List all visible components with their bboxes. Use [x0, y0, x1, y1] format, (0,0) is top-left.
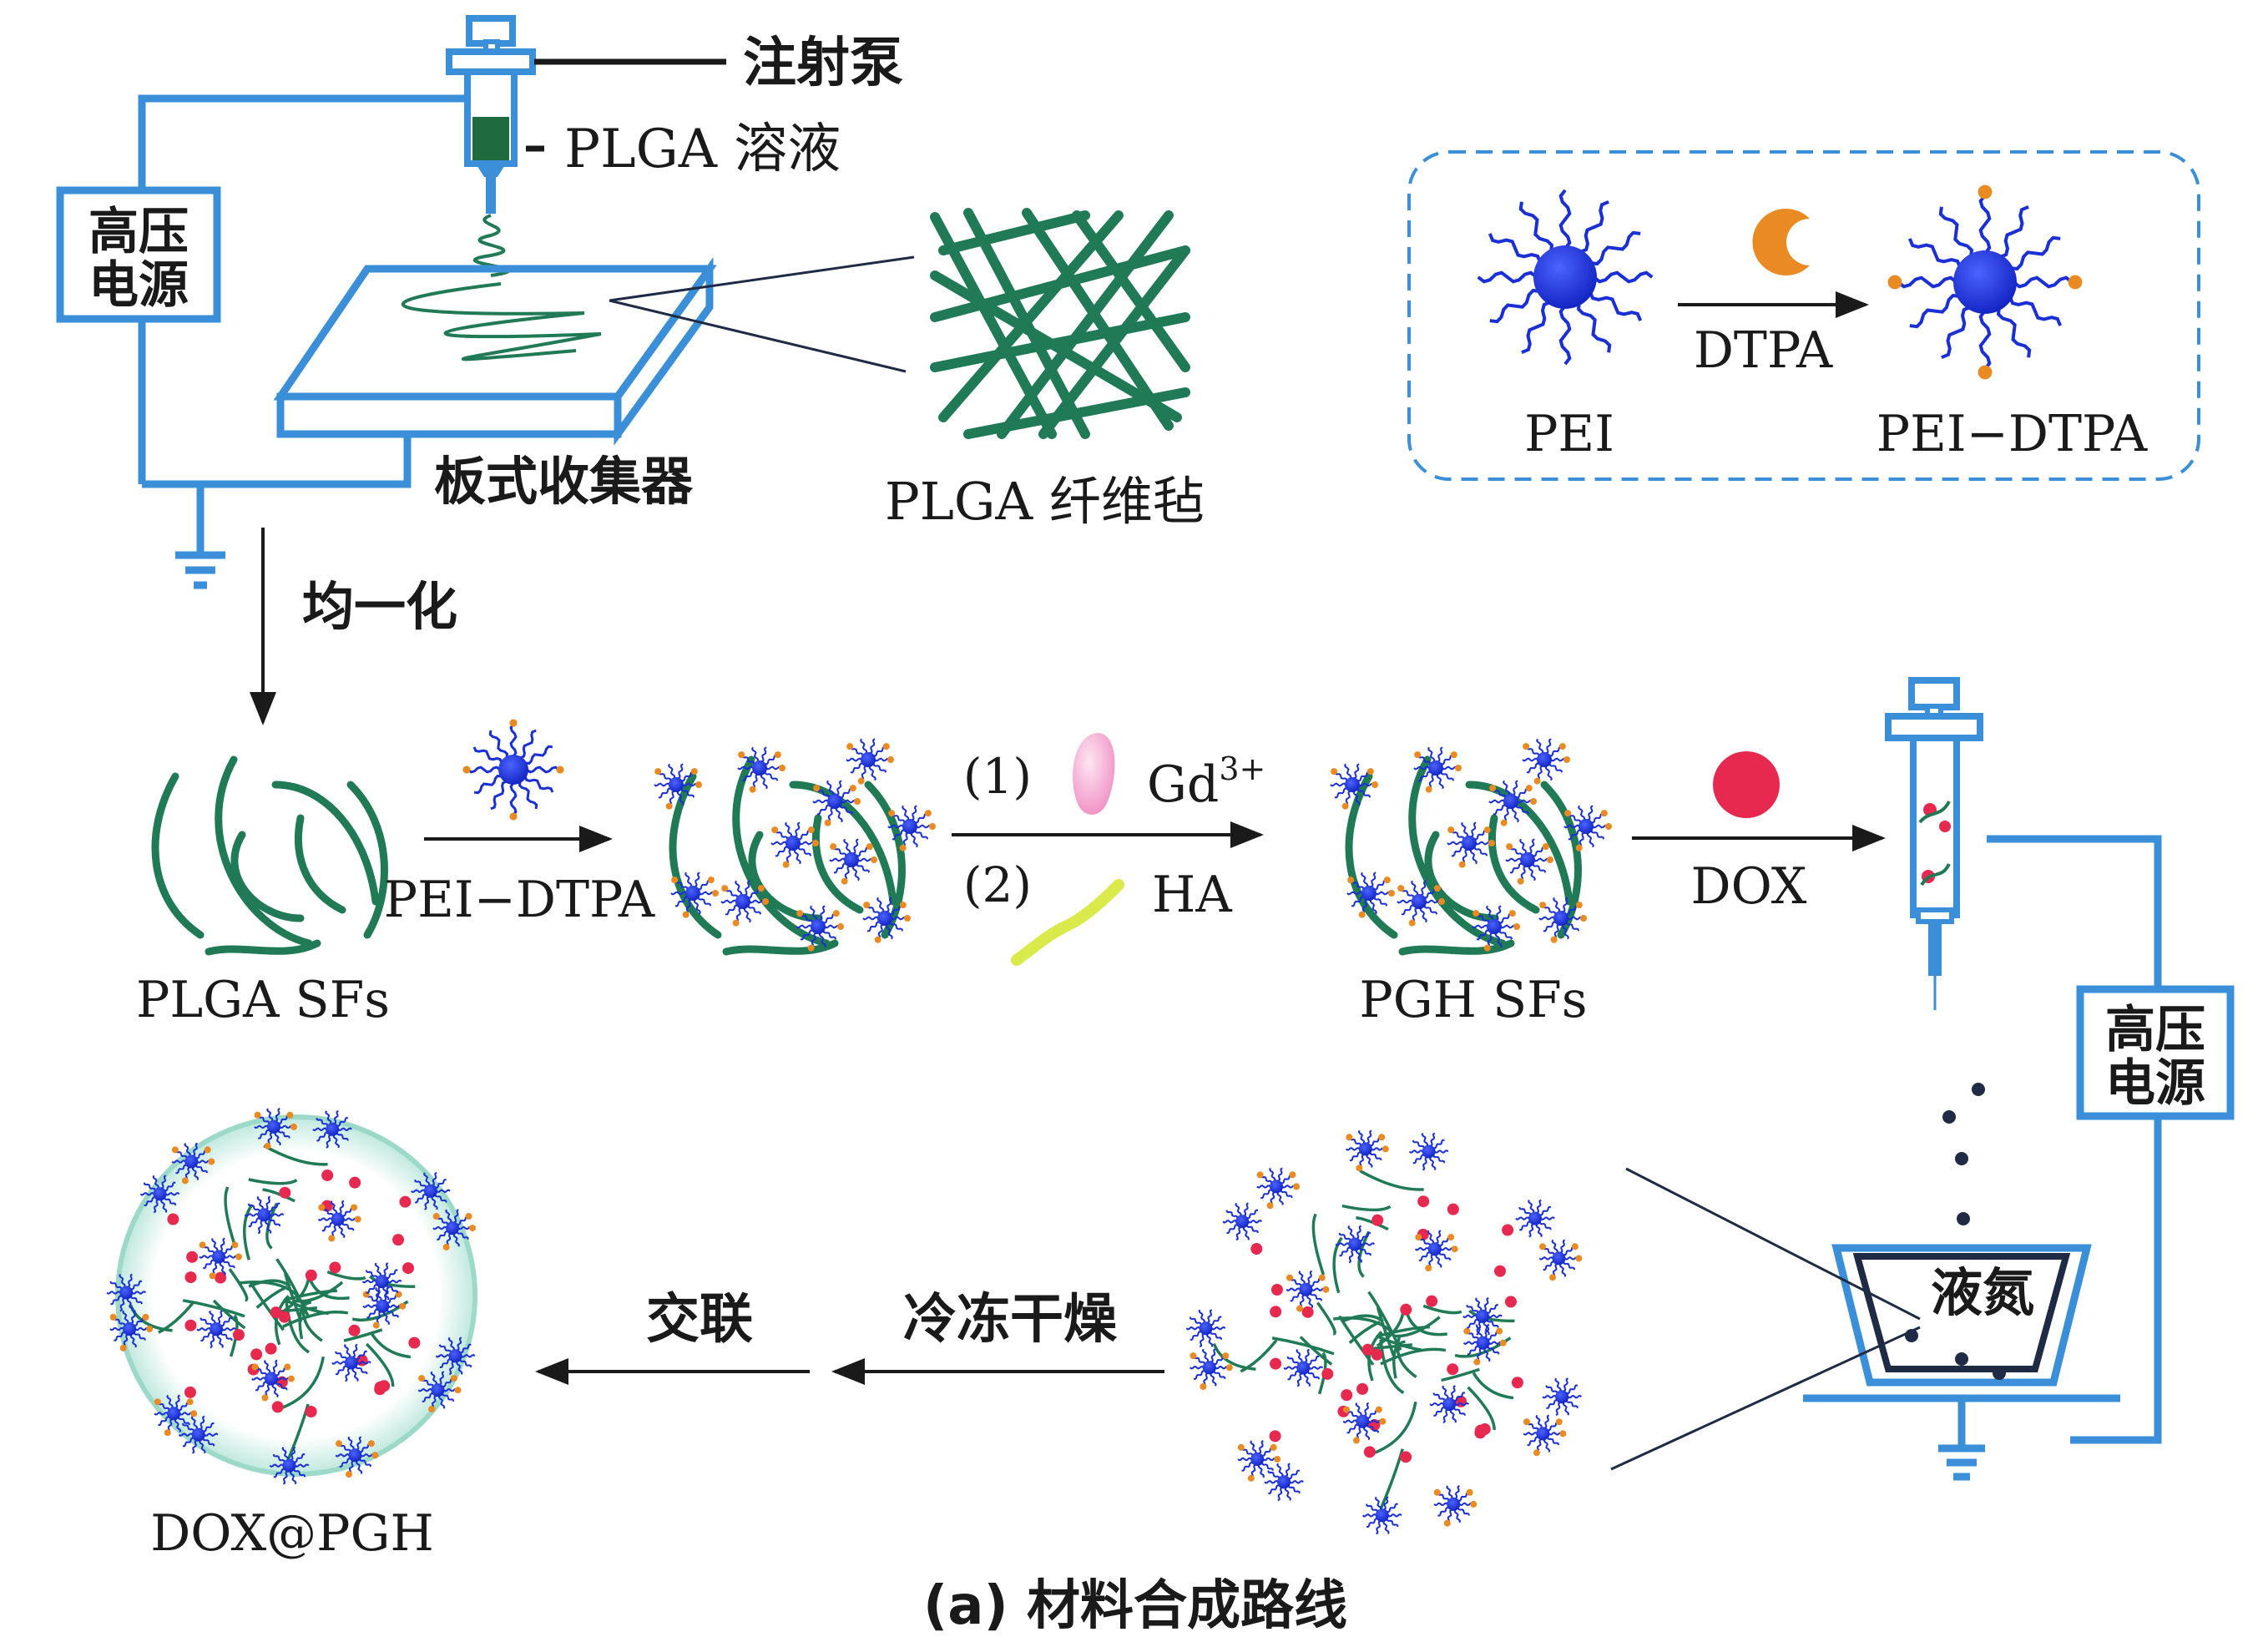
pei-molecule-icon	[1477, 189, 1654, 366]
pei-dtpa-small-icon	[462, 719, 564, 821]
high-voltage-box-2	[2076, 985, 2235, 1120]
pgh-sfs-icon	[1330, 738, 1612, 956]
gd-ion-icon	[1073, 733, 1115, 815]
homogenize-label: 均一化	[302, 576, 457, 637]
dtpa-label: DTPA	[1694, 321, 1833, 380]
high-voltage-label-2a: 高压	[2105, 1001, 2205, 1059]
zoom-line-bottom	[609, 299, 907, 373]
liquid-nitrogen-label: 液氮	[1931, 1262, 2034, 1323]
plga-solution-label: PLGA 溶液	[564, 119, 841, 180]
pei-dtpa-top-label: PEI−DTPA	[1877, 405, 2148, 463]
plga-fiber-mat-label: PLGA 纤维毡	[885, 471, 1205, 532]
ha-chain-icon	[1011, 879, 1124, 966]
gd-label: Gd3+	[1147, 750, 1265, 814]
dtpa-icon	[1752, 208, 1810, 276]
ha-label: HA	[1152, 866, 1232, 924]
dox-pgh-sphere-icon	[106, 1107, 477, 1485]
fiber-mat-icon	[930, 208, 1190, 439]
freeze-dry-label: 冷冻干燥	[903, 1289, 1118, 1351]
high-voltage-label-1a: 高压	[88, 203, 189, 261]
frozen-microsphere-icon	[1185, 1129, 1583, 1535]
plate-collector	[273, 257, 717, 446]
electrospinning-setup: 高压 电源 注射泵 PLGA 溶液 板式收集器	[56, 15, 1205, 589]
pei-dtpa-inset: DTPA PEI PEI−DTPA	[1407, 150, 2200, 481]
high-voltage-label-2b: 电源	[2105, 1054, 2205, 1113]
circuit-wire-bottom	[142, 434, 412, 488]
high-voltage-box-1	[56, 186, 221, 323]
dox-dot-icon	[1713, 751, 1780, 818]
plga-sfs-label: PLGA SFs	[136, 971, 390, 1029]
spray-droplets	[1942, 1083, 1985, 1225]
syringe-icon	[446, 15, 536, 214]
dox-pgh-label: DOX@PGH	[150, 1504, 434, 1563]
step1-label: (1)	[963, 748, 1032, 805]
high-voltage-label-1b: 电源	[88, 256, 189, 315]
circuit-wire-left	[138, 94, 491, 484]
liquid-nitrogen-bath-icon	[1803, 1244, 2120, 1481]
syringe-icon	[1885, 677, 1983, 1010]
circuit-wire-right	[1987, 835, 2162, 1444]
ground-icon	[175, 551, 225, 589]
pei-dtpa-arrow-label: PEI−DTPA	[384, 871, 655, 929]
pgh-sfs-label: PGH SFs	[1359, 971, 1587, 1029]
syringe-pump-label: 注射泵	[743, 33, 903, 94]
inset-border	[1407, 150, 2200, 481]
pei-dtpa-molecule-icon	[1887, 184, 2083, 380]
figure-caption: (a) 材料合成路线	[923, 1575, 1347, 1637]
zoom-line-sphere-top	[1625, 1167, 1921, 1321]
pei-modified-sfs-icon	[654, 738, 936, 956]
zoom-line-top	[609, 255, 915, 302]
electrospray-setup: 高压 电源	[1803, 677, 2235, 1481]
pei-label: PEI	[1524, 405, 1614, 463]
step2-label: (2)	[963, 856, 1032, 913]
plate-collector-label: 板式收集器	[434, 451, 694, 512]
crosslink-label: 交联	[646, 1289, 753, 1351]
plga-sfs-icon	[151, 755, 388, 956]
zoom-line-sphere-bottom	[1610, 1326, 1921, 1471]
dox-arrow-label: DOX	[1691, 857, 1807, 916]
